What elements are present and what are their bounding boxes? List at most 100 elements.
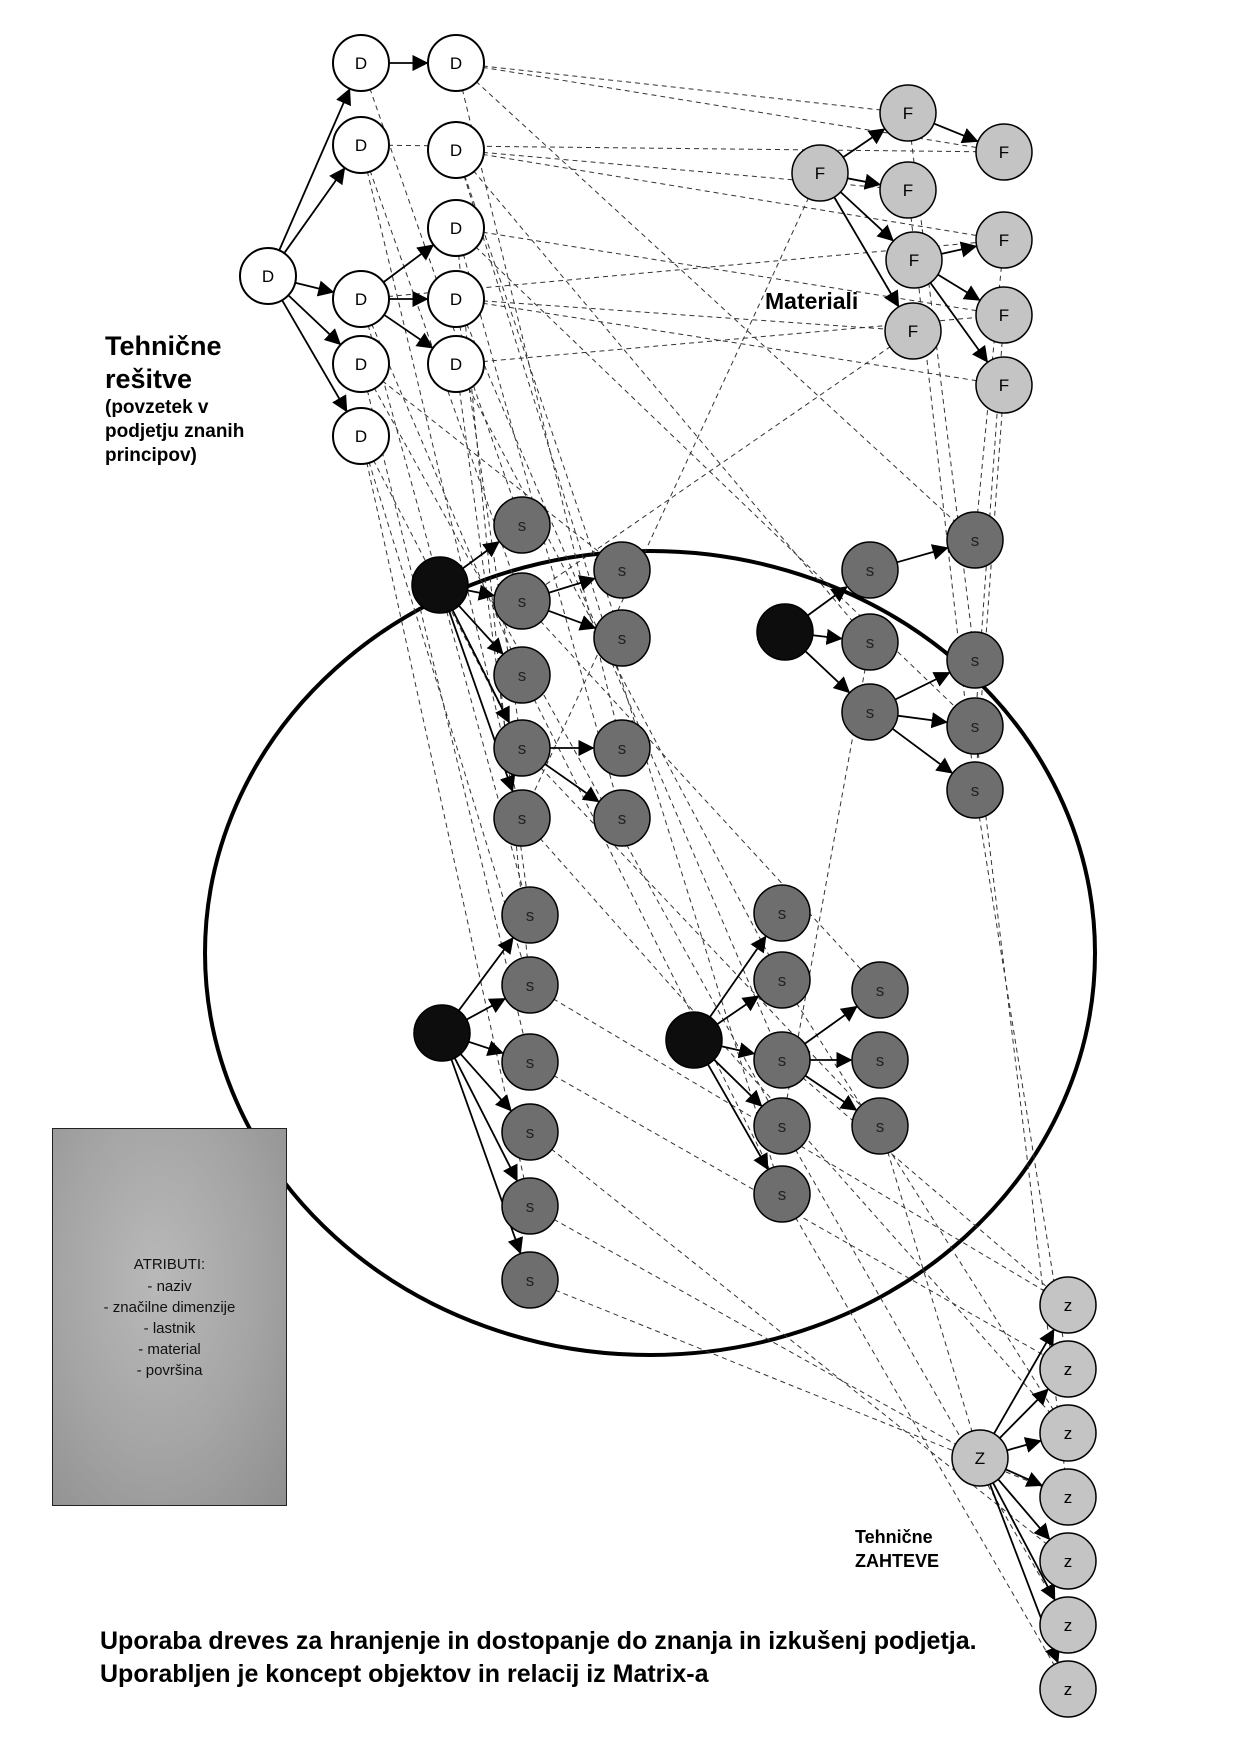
- node-circle: [593, 719, 651, 777]
- tree-node-s3d: s: [501, 1103, 559, 1161]
- tree-node-s1d: s: [493, 719, 551, 777]
- tree-node-s4c1: s: [851, 961, 909, 1019]
- node-circle: [975, 123, 1033, 181]
- tree-node-s1d2: s: [593, 789, 651, 847]
- tree-node-z6: z: [1039, 1596, 1097, 1654]
- tree-edge: [453, 1057, 518, 1182]
- tree-node-s4c2: s: [851, 1031, 909, 1089]
- tree-node-fc1: F: [975, 211, 1033, 269]
- node-circle: [879, 161, 937, 219]
- relation-line: [360, 144, 1005, 153]
- tree-edge: [458, 605, 504, 655]
- tree-edge: [896, 544, 949, 564]
- relation-line: [974, 789, 1069, 1370]
- tree-node-de2: D: [427, 335, 485, 393]
- node-letter: s: [778, 1117, 787, 1136]
- node-circle: [501, 1177, 559, 1235]
- tree-node-s3b: s: [501, 956, 559, 1014]
- tree-node-s4b: s: [753, 951, 811, 1009]
- relation-line: [360, 435, 531, 986]
- technical-solutions-label: Tehnične rešitve (povzetek v podjetju zn…: [105, 331, 245, 466]
- tree-edge: [451, 609, 510, 724]
- node-circle: [593, 541, 651, 599]
- node-letter: s: [526, 976, 535, 995]
- tree-edge: [804, 1005, 858, 1045]
- node-letter: F: [999, 306, 1009, 325]
- node-letter: D: [355, 290, 367, 309]
- tree-node-dd1: D: [332, 270, 390, 328]
- tree-node-s3: [413, 1004, 471, 1062]
- node-circle: [791, 144, 849, 202]
- node-letter: z: [1064, 1488, 1073, 1507]
- node-circle: [1039, 1404, 1097, 1462]
- node-circle: [753, 1031, 811, 1089]
- node-circle: [493, 572, 551, 630]
- node-letter: F: [815, 164, 825, 183]
- tree-edge: [894, 672, 951, 701]
- tree-edge: [383, 314, 434, 349]
- relation-line: [974, 384, 1005, 791]
- relation-line: [455, 227, 976, 727]
- node-circle: [851, 1097, 909, 1155]
- caption-line-2: Uporabljen je koncept objektov in relaci…: [100, 1660, 709, 1688]
- caption-line-1: Uporaba dreves za hranjenje in dostopanj…: [100, 1627, 977, 1655]
- tree-edge: [933, 122, 979, 144]
- node-letter: s: [618, 561, 627, 580]
- tree-node-fa: F: [879, 84, 937, 142]
- node-circle: [593, 789, 651, 847]
- node-circle: [1039, 1660, 1097, 1718]
- node-circle: [951, 1429, 1009, 1487]
- attribute-item: - material: [138, 1340, 201, 1358]
- tree-edges: [278, 54, 1061, 1664]
- tree-edge: [467, 584, 496, 601]
- node-circle: [427, 199, 485, 257]
- node-circle: [841, 613, 899, 671]
- relation-line: [521, 817, 1069, 1434]
- node-letter: s: [618, 809, 627, 828]
- tree-edge: [1006, 1437, 1042, 1453]
- node-circle: [665, 1011, 723, 1069]
- node-letter: s: [866, 561, 875, 580]
- node-circle: [753, 1165, 811, 1223]
- node-letter: D: [450, 290, 462, 309]
- tree-node-z5: z: [1039, 1532, 1097, 1590]
- tree-node-z7: z: [1039, 1660, 1097, 1718]
- node-letter: z: [1064, 1616, 1073, 1635]
- relation-line: [360, 363, 783, 1127]
- tree-node-s1c: s: [493, 646, 551, 704]
- node-circle: [946, 761, 1004, 819]
- node-letter: z: [1064, 1424, 1073, 1443]
- node-letter: s: [526, 1053, 535, 1072]
- node-letter: F: [903, 181, 913, 200]
- node-circle: [493, 719, 551, 777]
- node-letter: F: [999, 143, 1009, 162]
- attributes-box: ATRIBUTI: - naziv - značilne dimenzije -…: [52, 1128, 287, 1506]
- node-letter: s: [866, 703, 875, 722]
- relation-line: [455, 149, 871, 643]
- node-circle: [884, 302, 942, 360]
- relation-line: [521, 600, 881, 991]
- node-circle: [975, 356, 1033, 414]
- node-letter: Z: [975, 1449, 985, 1468]
- node-circle: [1039, 1532, 1097, 1590]
- node-circle: [411, 556, 469, 614]
- node-letter: D: [355, 427, 367, 446]
- tree-node-s1d1: s: [593, 719, 651, 777]
- tree-node-s4: [665, 1011, 723, 1069]
- tree-node-s3a: s: [501, 886, 559, 944]
- tree-node-s2c2: s: [946, 697, 1004, 755]
- node-circle: [427, 34, 485, 92]
- relation-line: [521, 172, 821, 819]
- node-circle: [753, 884, 811, 942]
- relation-line: [455, 298, 1005, 386]
- node-letter: D: [450, 355, 462, 374]
- tree-node-z1: z: [1039, 1276, 1097, 1334]
- relation-line: [455, 363, 783, 981]
- tree-edge: [721, 1042, 756, 1059]
- node-circle: [501, 1103, 559, 1161]
- tree-node-s4e: s: [753, 1165, 811, 1223]
- attribute-item: - naziv: [147, 1277, 192, 1295]
- tree-edge: [804, 650, 851, 694]
- tree-node-db2: D: [427, 121, 485, 179]
